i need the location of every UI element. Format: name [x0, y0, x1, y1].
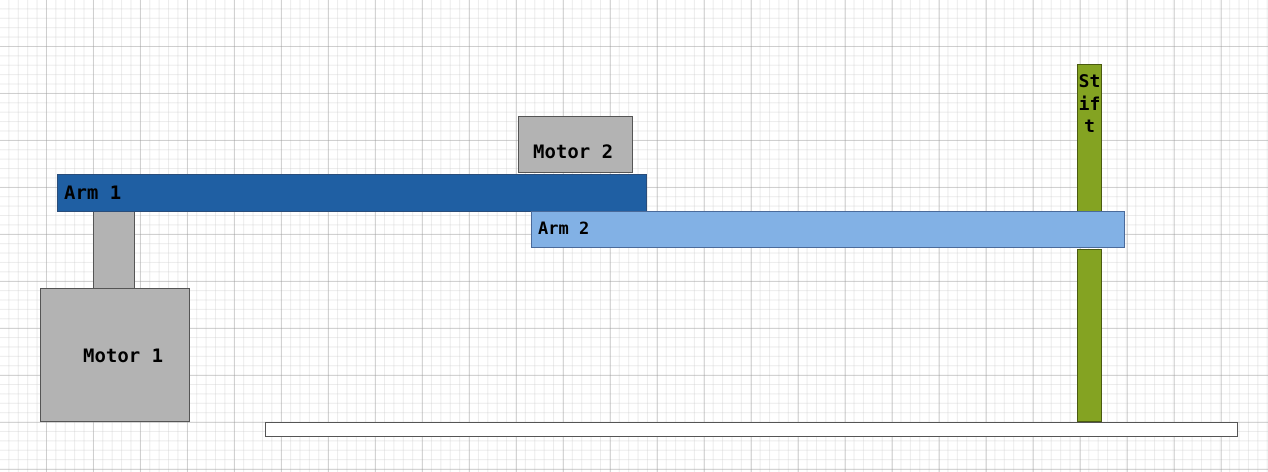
motor-1-shaft — [93, 211, 135, 289]
arm-1: Arm 1 — [57, 174, 647, 212]
stift-upper: Stift — [1077, 64, 1102, 212]
motor-2-body: Motor 2 — [518, 116, 633, 173]
stift-label: Stift — [1078, 71, 1101, 137]
arm-2-label: Arm 2 — [538, 219, 590, 239]
motor-1-body: Motor 1 — [40, 288, 190, 422]
arm-2: Arm 2 — [531, 211, 1125, 248]
motor-1-label: Motor 1 — [83, 345, 164, 367]
arm-1-label: Arm 1 — [64, 182, 122, 204]
stift-lower — [1077, 249, 1102, 422]
base-plate — [265, 422, 1238, 437]
motor-2-label: Motor 2 — [533, 141, 614, 163]
